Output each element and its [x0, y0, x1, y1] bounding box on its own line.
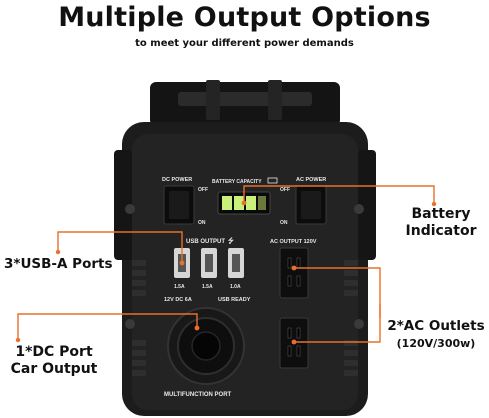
- page-subtitle: to meet your different power demands: [135, 38, 354, 49]
- ac-outlet-2-slot-right: [296, 327, 301, 339]
- right-bracket: [358, 150, 376, 260]
- usb-port-3-rating: 1.0A: [230, 284, 241, 290]
- dc-callout-line2: Car Output: [10, 361, 98, 377]
- ac-outlet-1-slot-right-lower: [296, 275, 301, 287]
- battery-bar-4: [258, 196, 266, 210]
- right-ribs: [344, 260, 358, 376]
- multifunction-port-label: MULTIFUNCTION PORT: [164, 392, 232, 398]
- battery-callout-text: Battery Indicator: [398, 206, 484, 240]
- ac-callout-text: 2*AC Outlets (120V/300w): [384, 318, 488, 352]
- battery-bar-3: [246, 196, 256, 210]
- battery-callout-line1: Battery: [411, 206, 471, 222]
- usb-callout-line: [57, 231, 183, 263]
- ac-callout-line2: (120V/300w): [396, 337, 476, 350]
- left-screw: [125, 204, 135, 214]
- ac-callout-line1: 2*AC Outlets: [387, 318, 485, 334]
- ac-outlet-2-slot-left: [287, 327, 292, 339]
- battery-mini-icon: [267, 177, 278, 184]
- battery-bar-2: [234, 196, 244, 210]
- dc-callout-text: 1*DC Port Car Output: [4, 344, 104, 378]
- usb-ready-label: USB READY: [218, 297, 251, 303]
- dc-callout-line: [17, 313, 198, 340]
- ac-outlet-1[interactable]: [279, 247, 309, 299]
- dc-callout-line1: 1*DC Port: [15, 344, 93, 360]
- right-screw: [354, 204, 364, 214]
- left-screw-lower: [125, 319, 135, 329]
- device-panel: [132, 134, 358, 410]
- battery-capacity-label: BATTERY CAPACITY: [212, 179, 262, 185]
- multifunction-port-socket: [191, 331, 221, 361]
- handle-grip: [178, 92, 312, 106]
- page-title: Multiple Output Options: [58, 2, 431, 33]
- callout-lines: [17, 185, 435, 343]
- dc-power-rocker: [169, 191, 189, 219]
- ac-outlet-2-slot-left-lower: [287, 345, 292, 357]
- on-label-right: ON: [280, 220, 288, 226]
- usb-output-label: USB OUTPUT: [186, 239, 225, 245]
- dc-callout-end: [15, 337, 21, 343]
- handle-post-left: [206, 80, 220, 120]
- dc-power-label: DC POWER: [162, 177, 192, 183]
- usb-port-2-slot: [205, 254, 213, 272]
- off-label-right: OFF: [280, 187, 290, 193]
- ac-output-label: AC OUTPUT 120V: [270, 239, 317, 245]
- ac-power-rocker: [301, 191, 321, 219]
- usb-symbol-icon: ⭍: [228, 237, 234, 245]
- battery-bar-1: [222, 196, 232, 210]
- battery-callout-line: [243, 185, 435, 204]
- battery-callout-end: [431, 201, 437, 207]
- left-ribs: [132, 260, 146, 376]
- battery-callout-line2: Indicator: [405, 223, 477, 239]
- ac-outlet-2-slot-right-lower: [296, 345, 301, 357]
- usb-port-3-slot: [232, 254, 240, 272]
- ac-power-label: AC POWER: [296, 177, 326, 183]
- ac-outlet-1-slot-left-lower: [287, 275, 292, 287]
- usb-callout-text: 3*USB-A Ports: [4, 256, 113, 272]
- ac-outlet-1-slot-right: [296, 257, 301, 269]
- off-label-left: OFF: [198, 187, 208, 193]
- usb-callout-end: [55, 249, 61, 255]
- usb-port-1-rating: 1.5A: [174, 284, 185, 290]
- handle-post-right: [268, 80, 282, 120]
- dc-rating-label: 12V DC 6A: [164, 297, 192, 303]
- ac-outlet-1-slot-left: [287, 257, 292, 269]
- usb-port-2-rating: 1.5A: [202, 284, 213, 290]
- on-label-left: ON: [198, 220, 206, 226]
- right-screw-lower: [354, 319, 364, 329]
